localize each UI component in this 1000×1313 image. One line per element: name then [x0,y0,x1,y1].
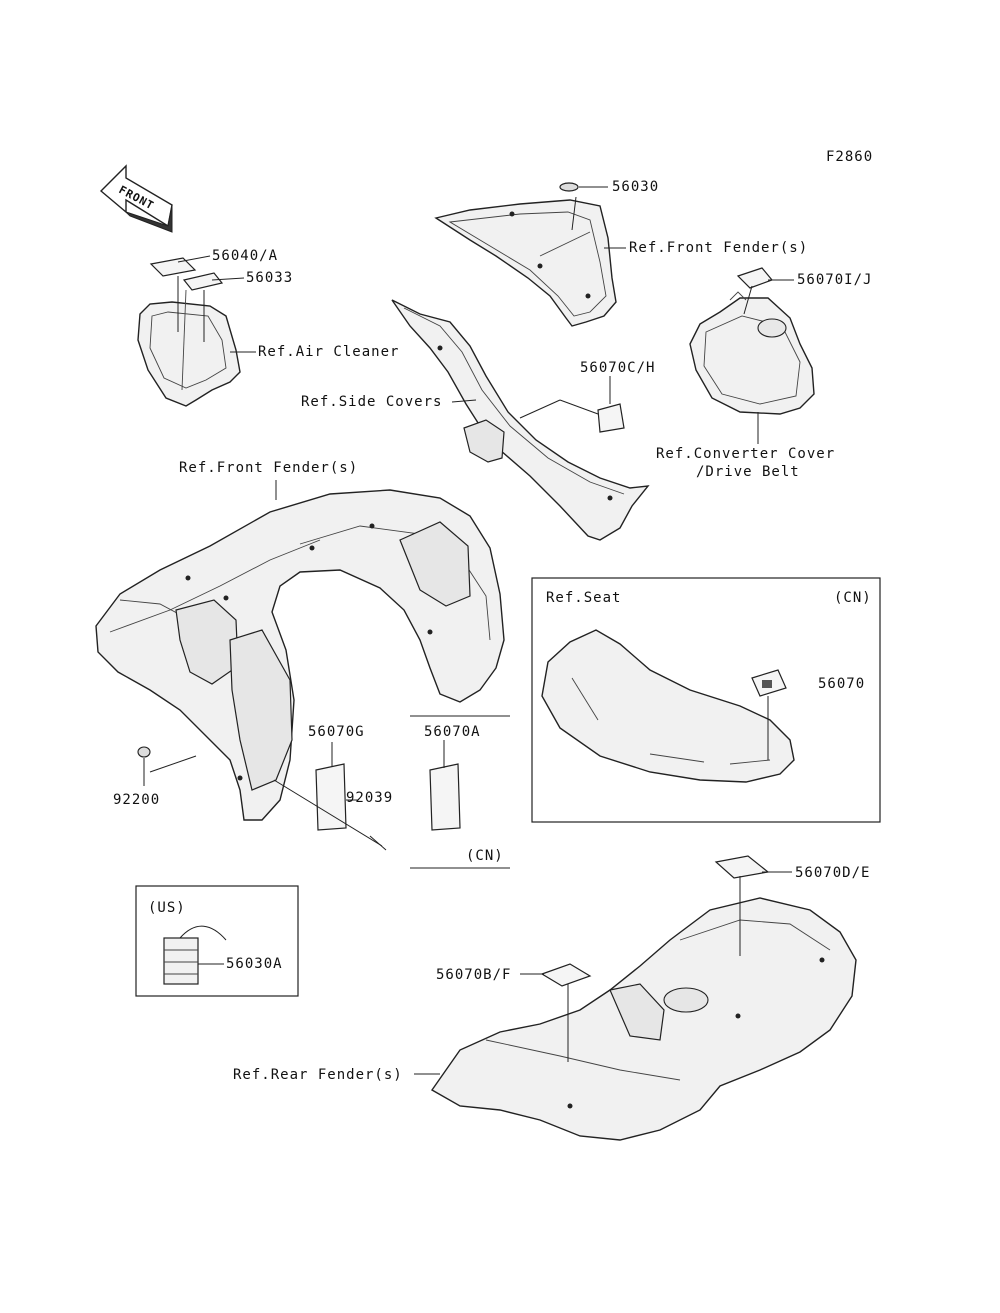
decal-56070g [315,763,347,831]
converter-cover [689,291,815,415]
callout-56070a: 56070A [424,724,481,740]
callout-56070: 56070 [818,676,865,692]
air-cleaner-cover [137,289,241,407]
decal-56070de [714,855,770,879]
callout-92200: 92200 [113,792,160,808]
front-arrow-icon: FRONT [99,164,173,233]
seat-box [531,577,881,823]
callout-56070bf: 56070B/F [436,967,511,983]
decal-56070a [429,763,461,831]
callout-ref-converter-2: /Drive Belt [696,464,800,480]
label-cn-seat: (CN) [834,590,872,606]
figure-code: F2860 [826,149,873,165]
callout-56070ij: 56070I/J [797,272,872,288]
callout-92039: 92039 [346,790,393,806]
callout-56070de: 56070D/E [795,865,870,881]
callout-56070ch: 56070C/H [580,360,655,376]
decal-56070bf [540,963,592,987]
callout-56033: 56033 [246,270,293,286]
side-covers [391,299,650,541]
callout-ref-converter-1: Ref.Converter Cover [656,446,835,462]
callout-ref-side-covers: Ref.Side Covers [301,394,442,410]
front-fender-top [434,199,617,327]
label-us: (US) [148,900,186,916]
front-fender-main [95,489,505,821]
tag-56030a [163,925,227,985]
seat [541,629,795,783]
callout-56030: 56030 [612,179,659,195]
callout-ref-front-fender-main: Ref.Front Fender(s) [179,460,358,476]
callout-ref-seat: Ref.Seat [546,590,621,606]
us-box [135,885,299,997]
callout-56040a: 56040/A [212,248,278,264]
callout-56030a: 56030A [226,956,283,972]
callout-56070g: 56070G [308,724,365,740]
rear-fender [430,897,857,1141]
callout-ref-front-fender-top: Ref.Front Fender(s) [629,240,808,256]
label-cn-mid: (CN) [466,848,504,864]
callout-ref-rear-fender: Ref.Rear Fender(s) [233,1067,403,1083]
callout-ref-air-cleaner: Ref.Air Cleaner [258,344,399,360]
